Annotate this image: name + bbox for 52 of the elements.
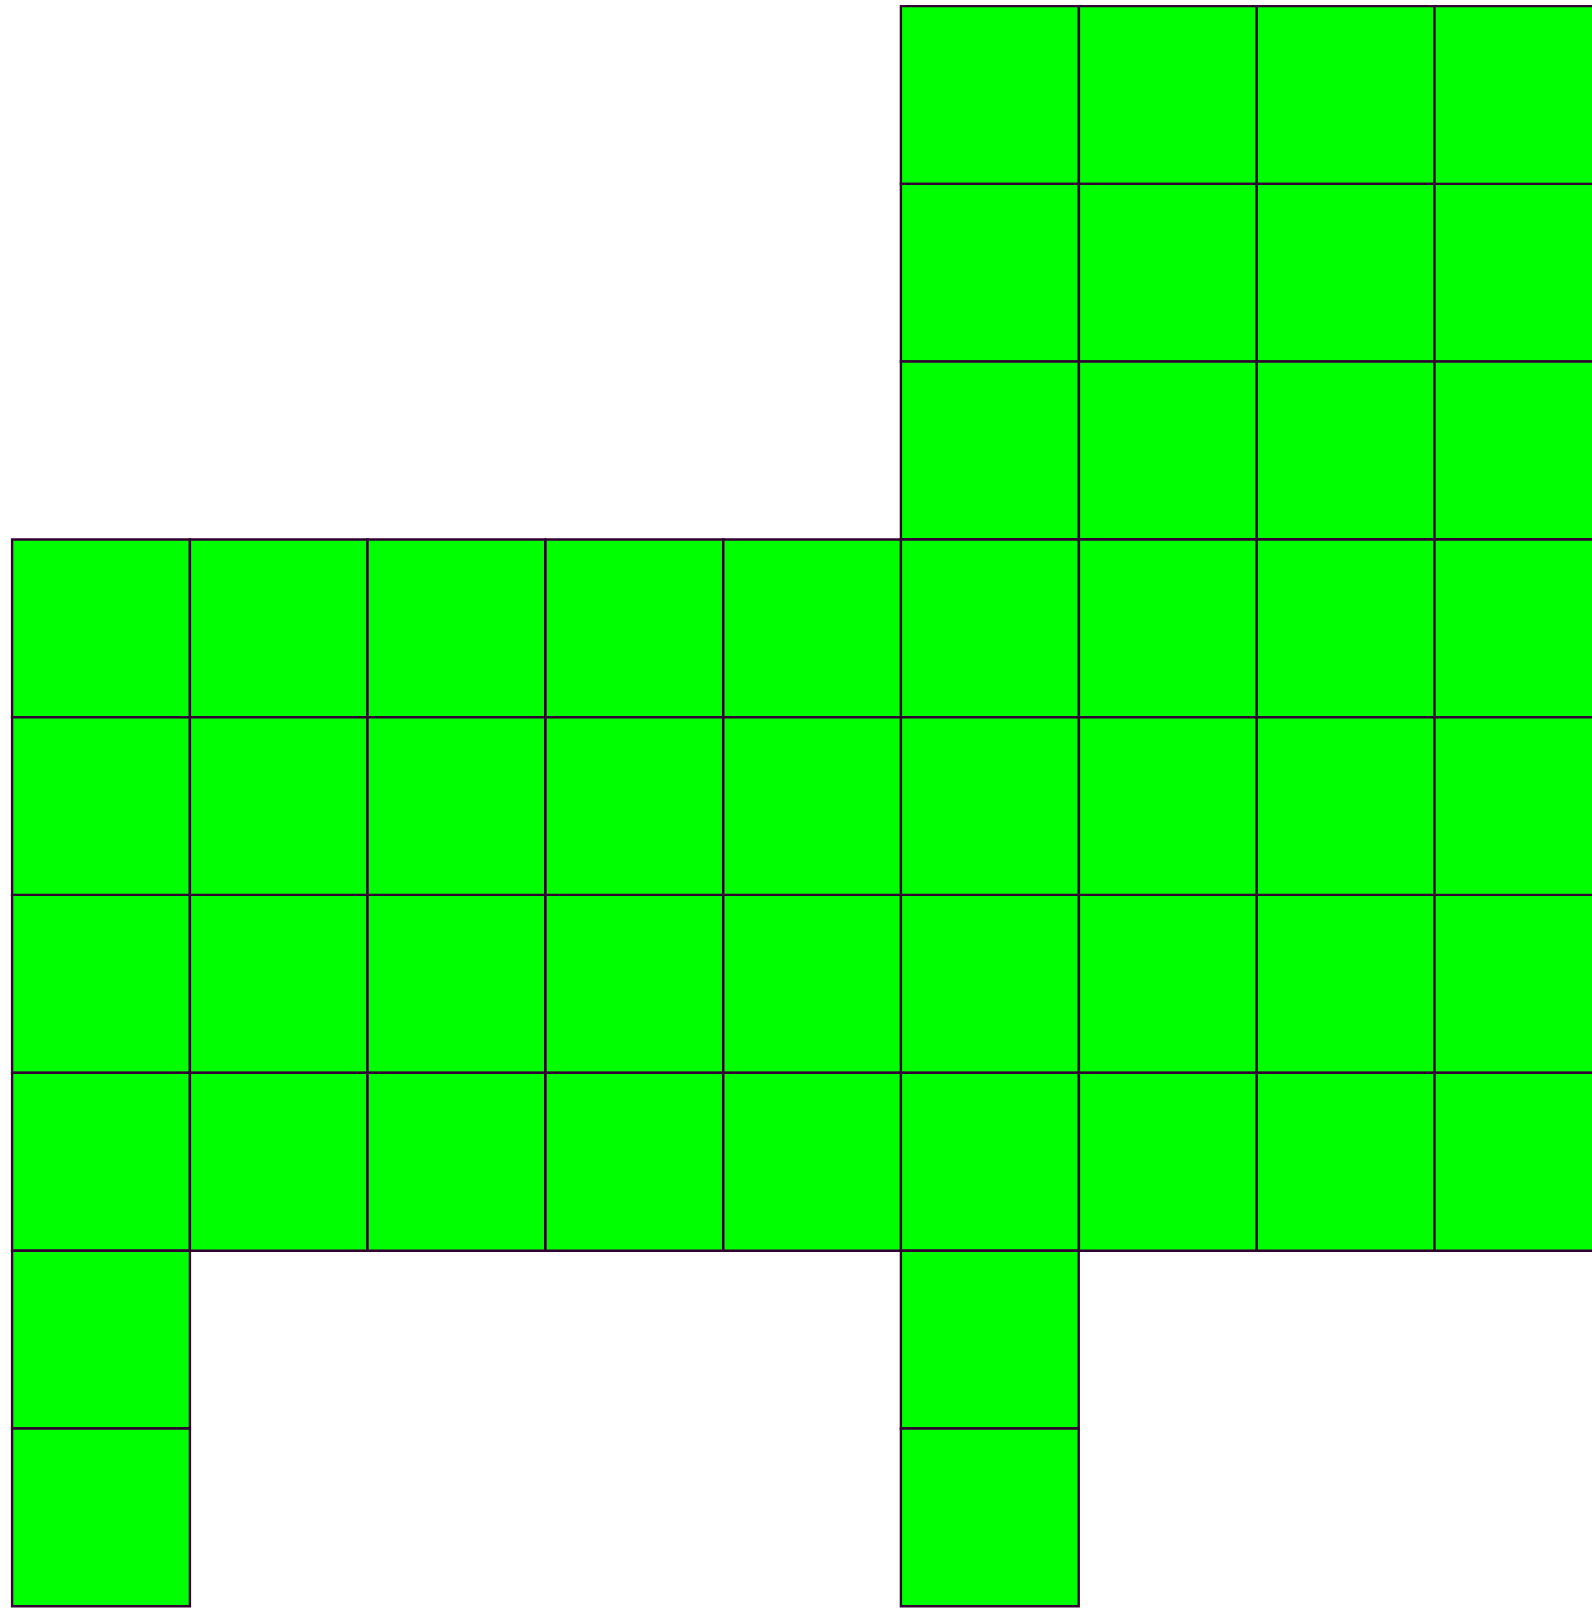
grid-square [899,716,1080,897]
grid-square [722,1071,903,1252]
grid-square [1433,4,1592,186]
grid-square [899,538,1080,719]
grid-square [1433,360,1592,541]
grid-square [188,893,369,1074]
grid-square [10,1249,192,1430]
grid-square [366,538,547,719]
grid-square [722,716,903,897]
grid-square [366,893,547,1074]
grid-square [1255,538,1436,719]
grid-square [1077,716,1258,897]
grid-square [188,716,369,897]
grid-square [899,4,1080,186]
grid-square [722,538,903,719]
grid-square [10,716,192,897]
grid-square [1433,893,1592,1074]
grid-square [1077,1071,1258,1252]
grid-square [544,538,725,719]
grid-square [899,893,1080,1074]
grid-square [899,1249,1080,1430]
grid-square [1077,360,1258,541]
grid-square [544,893,725,1074]
grid-square [899,1071,1080,1252]
grid-square [1077,538,1258,719]
grid-square [1255,4,1436,186]
grid-square [544,1071,725,1252]
grid-square [188,538,369,719]
grid-square [1255,360,1436,541]
grid-square [899,1427,1080,1608]
grid-square [1255,893,1436,1074]
grid-square [1077,4,1258,186]
grid-square [1255,1071,1436,1252]
grid-square [1433,1071,1592,1252]
grid-square [1077,893,1258,1074]
grid-square [1255,182,1436,363]
grid-square [10,538,192,719]
grid-square [544,716,725,897]
grid-square [1255,716,1436,897]
grid-square [1433,182,1592,363]
grid-square [366,1071,547,1252]
grid-square [10,1071,192,1252]
grid-square [899,182,1080,363]
grid-square [1433,538,1592,719]
grid-square [10,1427,192,1608]
grid-square [722,893,903,1074]
grid-square [1077,182,1258,363]
grid-square [10,893,192,1074]
grid-square [188,1071,369,1252]
grid-square [366,716,547,897]
grid-square [899,360,1080,541]
grid-square [1433,716,1592,897]
